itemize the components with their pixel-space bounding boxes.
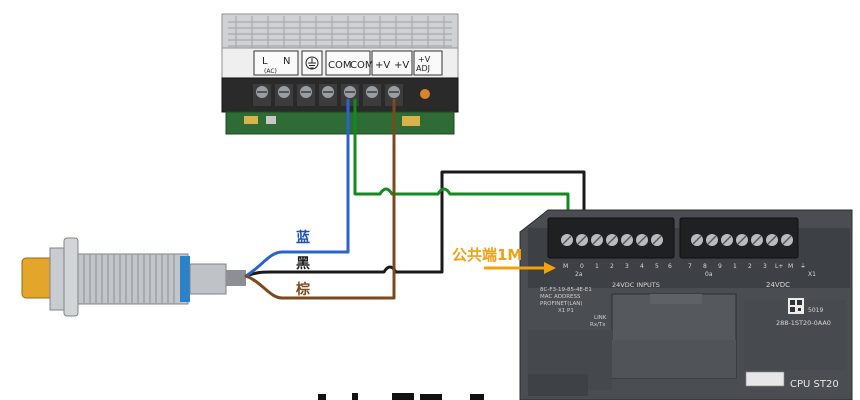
ps-label-l: L [262, 56, 268, 67]
ps-label-v-2: +V [394, 60, 409, 71]
plc-led-strip [745, 371, 785, 387]
power-supply-pcb [225, 111, 455, 135]
pin-label: 1 [733, 263, 737, 270]
ps-label-v-adj: +V [418, 55, 431, 64]
power-supply-vent-grille [228, 16, 452, 48]
brown-wire [244, 98, 396, 300]
pin-label: 3 [625, 263, 629, 270]
ground-icon [305, 56, 319, 70]
plc-model-label: CPU ST20 [790, 379, 839, 390]
sensor-indicator-ring [180, 256, 190, 302]
plc-order-number: 288-1ST20-0AA0 [776, 319, 831, 327]
plc-input-screws [561, 234, 663, 246]
pin-label: 1 [595, 263, 599, 270]
wires [244, 98, 586, 300]
plc-pin-labels: M 0 1 2 3 4 5 6 2a 7 8 9 1 2 3 L+ M ⏚ 0a [563, 263, 806, 278]
ps-label-com-2: COM [350, 60, 373, 71]
mac-line: 8C-F3-19-85-4E-E1 [540, 287, 592, 293]
ps-label-v-1: +V [375, 60, 390, 71]
plc-x-label: X1 [808, 271, 816, 278]
black-wire-label: 黑 [296, 256, 310, 272]
pin-label: 6 [668, 263, 672, 270]
mac-line: X1 P1 [558, 308, 574, 314]
blue-wire-label: 蓝 [296, 229, 310, 246]
adjust-knob-icon [420, 89, 430, 99]
pin-label: 2 [610, 263, 614, 270]
proximity-sensor [21, 237, 246, 317]
sensor-thread [83, 254, 175, 304]
pin-group-label: 0a [705, 271, 713, 278]
ps-label-ac: (AC) [264, 68, 277, 75]
black-wire [244, 170, 586, 278]
pin-label: 4 [640, 263, 644, 270]
qr-code-icon [788, 298, 804, 314]
mac-line: MAC ADDRESS [540, 294, 581, 300]
pin-label: 8 [703, 263, 707, 270]
plc-code: 5019 [808, 307, 823, 314]
blue-wire [244, 98, 350, 278]
pin-label: 9 [718, 263, 722, 270]
pin-label: 2 [748, 263, 752, 270]
plc-output-screws [691, 234, 793, 246]
pin-label: 5 [655, 263, 659, 270]
link-label: LINK [594, 315, 607, 321]
pin-group-label: 2a [575, 271, 583, 278]
pin-label: 0 [580, 263, 584, 270]
power-supply-label-panel: L N (AC) COM COM +V +V +V ADJ [253, 50, 443, 76]
plc-supply-label: 24VDC [766, 281, 790, 289]
pin-label: M [788, 263, 793, 270]
pin-label: M [563, 263, 568, 270]
power-supply-screws [253, 84, 430, 106]
pin-label: 7 [688, 263, 692, 270]
ps-label-com-1: COM [328, 60, 351, 71]
power-supply: L N (AC) COM COM +V +V +V ADJ [221, 13, 459, 135]
rx-tx-label: Rx/Tx [590, 322, 606, 328]
cropped-caption-fragment [318, 393, 484, 400]
plc-input-label: 24VDC INPUTS [612, 281, 660, 289]
green-wire [353, 98, 570, 234]
ps-label-n: N [283, 56, 290, 67]
pin-label: L+ [775, 263, 783, 270]
plc-mac-info: 8C-F3-19-85-4E-E1 MAC ADDRESS PROFINET(L… [540, 287, 607, 328]
common-terminal-label: 公共端1M [452, 246, 522, 264]
plc-cpu-st20: M 0 1 2 3 4 5 6 2a 7 8 9 1 2 3 L+ M ⏚ 0a… [519, 209, 853, 400]
mac-line: PROFINET(LAN) [540, 301, 583, 307]
brown-wire-label: 棕 [295, 281, 310, 298]
pin-label: ⏚ [800, 263, 806, 270]
ps-label-adj: ADJ [416, 64, 430, 73]
pin-label: 3 [763, 263, 767, 270]
arrow-icon [484, 262, 556, 274]
